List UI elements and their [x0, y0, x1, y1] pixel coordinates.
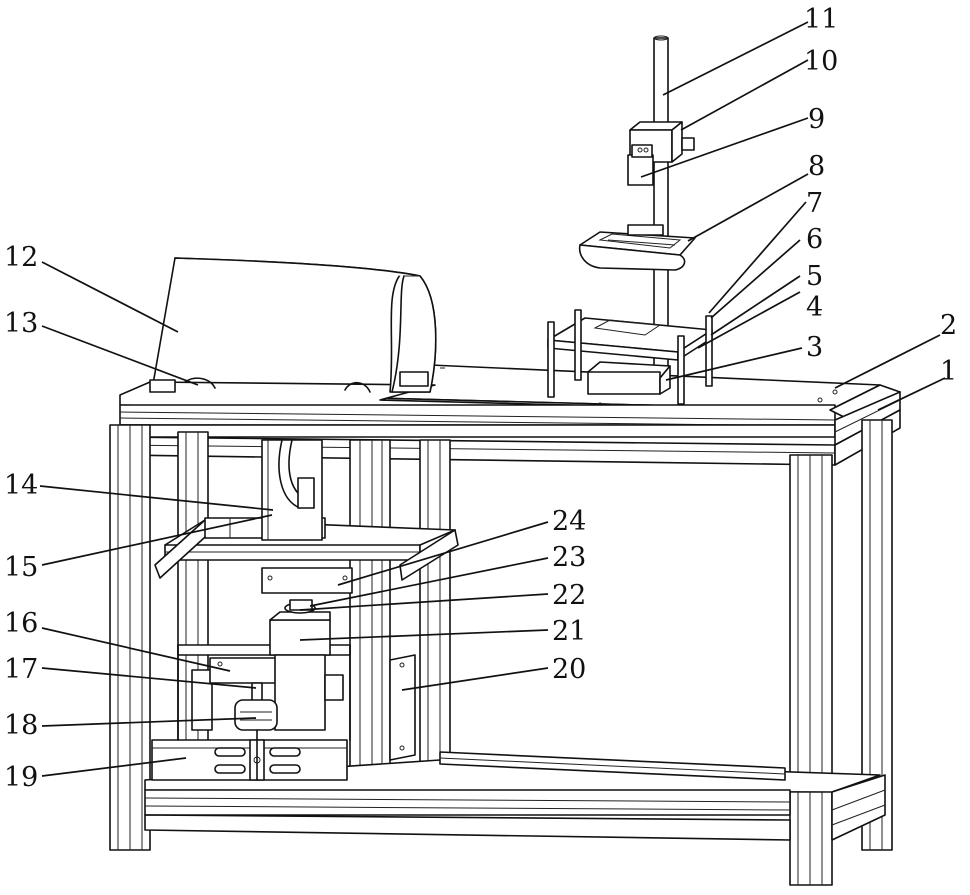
- leader-11: [663, 22, 808, 95]
- leader-12: [42, 262, 178, 332]
- label-12: 12: [4, 242, 38, 273]
- leader-8: [688, 174, 808, 241]
- label-20: 20: [552, 654, 586, 685]
- label-15: 15: [4, 552, 38, 583]
- label-13: 13: [4, 308, 38, 339]
- label-8: 8: [808, 151, 825, 182]
- label-1: 1: [940, 356, 957, 387]
- label-9: 9: [808, 104, 825, 135]
- label-23: 23: [552, 542, 586, 573]
- leader-2: [835, 335, 940, 388]
- label-19: 19: [4, 762, 38, 793]
- label-16: 16: [4, 608, 38, 639]
- leader-10: [681, 60, 808, 130]
- label-6: 6: [806, 224, 823, 255]
- label-17: 17: [4, 654, 38, 685]
- label-4: 4: [806, 292, 823, 323]
- label-14: 14: [4, 470, 38, 501]
- vertical-slide-assembly: [262, 440, 322, 540]
- label-18: 18: [4, 710, 38, 741]
- label-11: 11: [804, 4, 838, 35]
- label-22: 22: [552, 580, 586, 611]
- leader-14: [40, 486, 273, 510]
- label-3: 3: [806, 332, 823, 363]
- label-7: 7: [806, 188, 823, 219]
- half-cylinder-cover: [150, 258, 436, 392]
- label-10: 10: [804, 46, 838, 77]
- lower-base-plate: [152, 740, 347, 780]
- label-5: 5: [806, 261, 823, 292]
- label-21: 21: [552, 616, 586, 647]
- leader-4: [698, 292, 800, 348]
- label-2: 2: [940, 310, 957, 341]
- label-24: 24: [552, 506, 586, 537]
